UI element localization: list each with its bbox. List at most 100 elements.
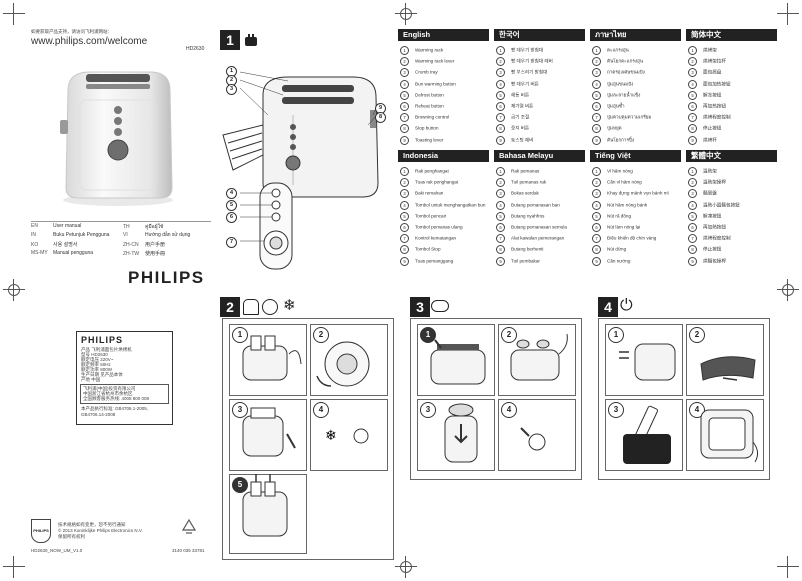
step4-illustrations [619,343,759,464]
registration-mark-tm [395,3,417,25]
item-number: 3 [688,68,697,78]
item-label: 解凍按鈕 [703,213,722,219]
item-number: 5 [592,90,601,100]
item-label: Toasting lever [415,137,444,143]
label-spec-0: 产品 飞利浦面包片烘烤机 [81,347,132,352]
item-number: 1 [592,46,601,55]
item-label: Stop button [415,126,439,132]
item-number: 2 [496,57,505,67]
step2-sub-3: 3 [232,402,248,418]
step3-sub-2: 2 [501,327,517,343]
lang-4-header: Indonesia [398,150,489,162]
item-label: Warming rack [415,47,444,53]
item-label: 溫熱架操桿 [703,179,726,185]
footer-part-number: 3140 035 33781 [172,548,205,553]
item-number: 1 [400,46,409,55]
item-number: 2 [400,178,409,188]
item-number: 7 [496,234,505,244]
item-number: 2 [400,57,409,67]
item-number: 9 [592,256,601,266]
item-label: Crumb tray [415,70,438,76]
item-number: 2 [592,57,601,67]
item-number: 7 [688,234,697,244]
item-label: Defrost button [415,92,444,98]
snowflake-icon: ❄ [283,297,296,314]
item-number: 6 [496,223,505,232]
step4-sub-4: 4 [689,402,705,418]
item-number: 8 [400,124,409,134]
item-label: 停止按钮 [703,126,722,132]
item-number: 6 [400,102,409,111]
item-number: 4 [400,200,409,210]
item-number: 7 [496,113,505,123]
item-label: Bekas serdak [511,191,539,197]
item-number: 3 [592,68,601,78]
step2-sub-4: 4 [313,402,329,418]
item-label: Điều khiển độ chín vàng [607,235,657,241]
item-label: 面包加热按钮 [703,81,731,87]
cover-langlist-divider-top [31,221,211,222]
item-label: Tuas rak penghangat [415,179,459,185]
item-number: 6 [592,223,601,232]
item-number: 3 [496,68,505,78]
item-label: 再加热按钮 [703,103,726,109]
step-4-number: 4 [598,297,618,317]
lang-3-header: 简体中文 [686,29,777,41]
item-number: 5 [688,90,697,100]
item-label: Khay đựng mảnh vụn bánh mì [607,191,669,197]
item-label: 解冻按钮 [703,92,722,98]
item-label: Butang pemanasan ban [511,202,560,208]
lang-4-item: 4 Tombol untuk menghangatkan bun [400,200,486,210]
item-label: 溫熱小圓麵包按鈕 [703,202,740,208]
item-number: 6 [688,102,697,111]
item-label: 溫熱架 [703,168,717,174]
item-label: Tombol untuk menghangatkan bun [415,202,486,208]
item-label: 토스팅 레버 [511,137,534,143]
item-number: 5 [400,211,409,221]
registration-mark-bl [3,556,25,578]
item-number: 7 [688,113,697,123]
item-number: 3 [592,189,601,199]
item-label: 烘烤架拉杆 [703,58,726,64]
item-label: 再加熱按鈕 [703,224,726,230]
lang-4-item: 2 Tuas rak penghangat [400,178,459,188]
lang-0-item: 8 Stop button [400,124,439,134]
item-number: 7 [400,113,409,123]
lang-6-header: Tiếng Việt [590,150,681,162]
item-number: 4 [496,200,505,210]
item-label: 麵屑盤 [703,191,717,197]
toaster-product-photo [60,71,173,206]
item-number: 4 [592,200,601,210]
lang-6-item: 3 Khay đựng mảnh vụn bánh mì [592,189,669,199]
item-number: 1 [400,167,409,176]
item-label: 빵 데우기 버튼 [511,81,539,87]
item-number: 9 [688,256,697,266]
item-number: 6 [400,223,409,232]
step4-sub-3: 3 [608,402,624,418]
